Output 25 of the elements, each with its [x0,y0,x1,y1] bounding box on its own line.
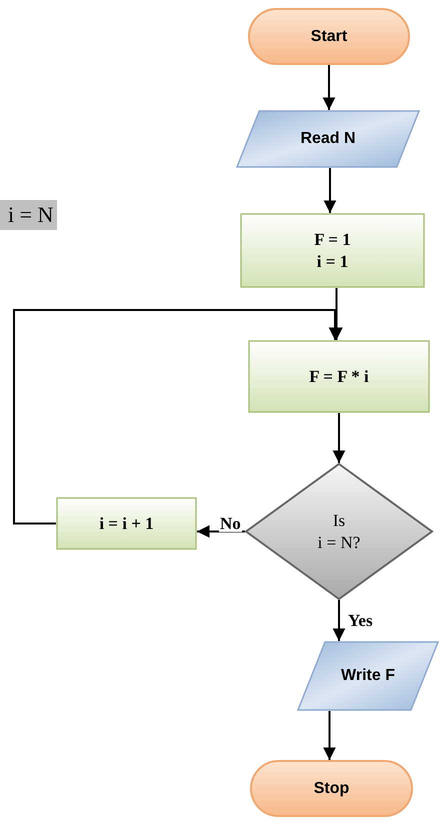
node-text: Is [332,510,346,532]
arrow [332,413,346,464]
node-text: i = i + 1 [99,512,154,534]
input-output-parallelogram [297,641,439,711]
arrow [324,168,336,214]
arrow [323,711,336,760]
process-box [56,497,197,550]
arrow [322,65,336,110]
node-text: F = 1 [314,229,351,250]
arrow [196,525,245,538]
edge-label: No [219,514,242,532]
node-text: i = 1 [316,250,348,272]
node-text: Read N [300,129,356,149]
node-text: Stop [314,778,350,798]
arrow [332,600,346,642]
note-text: i = N [0,200,58,230]
node-text: i = N? [318,532,360,553]
edge-label: Yes [347,612,374,629]
process-box [248,340,430,413]
decision-diamond [245,463,433,600]
node-text: F = F * i [309,366,369,388]
node-text: Start [310,26,348,46]
input-output-parallelogram [236,110,420,168]
node-text: Write F [341,666,395,686]
process-box [240,213,425,288]
